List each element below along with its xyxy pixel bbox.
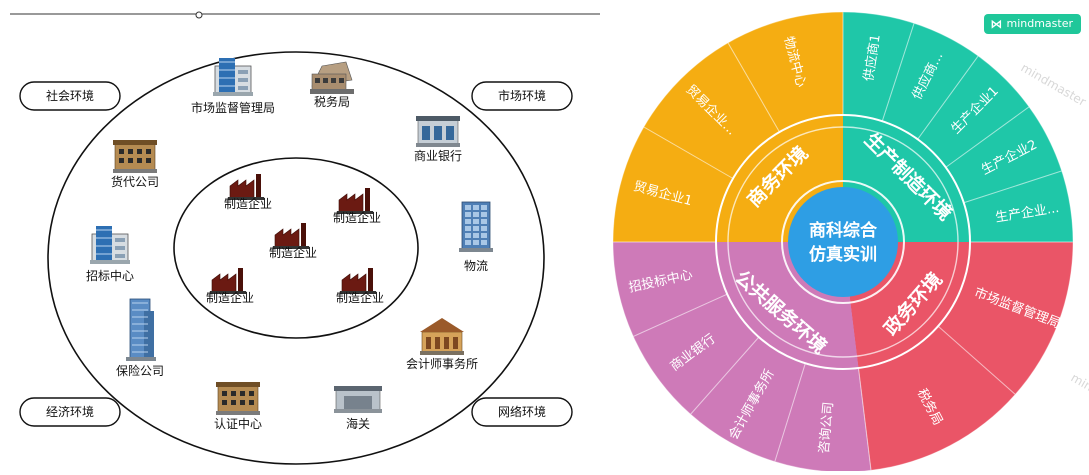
frame-dot	[196, 12, 202, 18]
office-block-icon	[216, 382, 260, 415]
house-building-icon	[310, 62, 354, 94]
inner-node-label: 制造企业	[336, 290, 384, 305]
outer-node-label: 招标中心	[86, 268, 134, 283]
outer-node-label: 税务局	[314, 94, 350, 109]
warehouse-icon	[334, 386, 382, 413]
center-label-line1: 商科综合	[809, 220, 878, 241]
corner-box-network-label: 网络环境	[498, 404, 546, 419]
inner-node-mfg-2: 制造企业	[333, 188, 381, 225]
outer-node-tax: 税务局	[310, 62, 354, 109]
inner-node-mfg-3: 制造企业	[269, 223, 317, 260]
skyscraper-icon	[126, 299, 156, 361]
left-diagram-canvas: 社会环境 市场环境 经济环境 网络环境 市场监督管理局 税务局商业银行物流会计师事…	[0, 0, 600, 471]
watermark-text: mindmaster	[1069, 370, 1089, 418]
inner-node-label: 制造企业	[269, 245, 317, 260]
outer-node-label: 保险公司	[116, 363, 164, 378]
inner-node-group: 制造企业制造企业制造企业制造企业制造企业	[206, 174, 384, 305]
corner-box-market: 市场环境	[472, 82, 572, 110]
mindmaster-logo-icon: ⋈	[990, 14, 1002, 34]
outer-node-label: 物流	[464, 259, 488, 273]
inner-node-label: 制造企业	[206, 290, 254, 305]
mindmaster-logo: ⋈ mindmaster	[984, 14, 1081, 34]
inner-node-label: 制造企业	[224, 196, 272, 211]
glass-tower-icon	[459, 202, 493, 252]
watermark-text: mindmaster	[1019, 60, 1089, 108]
civic-building-icon	[420, 318, 464, 355]
right-diagram-canvas: mindmastermindmastermindmaster 贸易企业1贸易企业…	[600, 0, 1089, 471]
center-circle	[788, 187, 898, 297]
outer-node-certification: 认证中心	[214, 382, 262, 431]
corner-box-economy-label: 经济环境	[46, 404, 94, 419]
center-label-line2: 仿真实训	[809, 244, 877, 265]
office-block-icon	[113, 140, 157, 173]
inner-node-mfg-5: 制造企业	[336, 268, 384, 305]
outer-node-bidding: 招标中心	[86, 226, 134, 283]
outer-node-label: 认证中心	[214, 416, 262, 431]
outer-node-customs: 海关	[334, 386, 382, 431]
corner-box-economy: 经济环境	[20, 398, 120, 426]
outer-node-label: 商业银行	[414, 148, 462, 163]
office-building-icon	[213, 58, 253, 96]
outer-node-bank: 商业银行	[414, 116, 462, 163]
environment-diagram-right: mindmastermindmastermindmaster 贸易企业1贸易企业…	[600, 0, 1089, 471]
outer-node-label: 货代公司	[111, 174, 159, 189]
inner-node-mfg-1: 制造企业	[224, 174, 272, 211]
outer-node-agency: 货代公司	[111, 140, 159, 189]
corner-box-network: 网络环境	[472, 398, 572, 426]
mindmaster-logo-label: mindmaster	[1006, 14, 1073, 34]
outer-node-insurance: 保险公司	[116, 299, 164, 378]
outer-node-label: 市场监督管理局	[191, 100, 275, 115]
center-node: 商科综合 仿真实训	[788, 187, 898, 297]
corner-box-social-label: 社会环境	[46, 88, 94, 103]
outer-node-label: 海关	[346, 416, 370, 431]
outer-node-logistics: 物流	[459, 202, 493, 273]
bank-building-icon	[416, 116, 460, 147]
outer-node-label: 会计师事务所	[406, 356, 478, 371]
inner-node-mfg-4: 制造企业	[206, 268, 254, 305]
environment-diagram-left: 社会环境 市场环境 经济环境 网络环境 市场监督管理局 税务局商业银行物流会计师事…	[0, 0, 600, 471]
corner-box-market-label: 市场环境	[498, 88, 546, 103]
outer-node-accounting: 会计师事务所	[406, 318, 478, 371]
office-building-icon	[90, 226, 130, 264]
inner-node-label: 制造企业	[333, 210, 381, 225]
corner-box-social: 社会环境	[20, 82, 120, 110]
